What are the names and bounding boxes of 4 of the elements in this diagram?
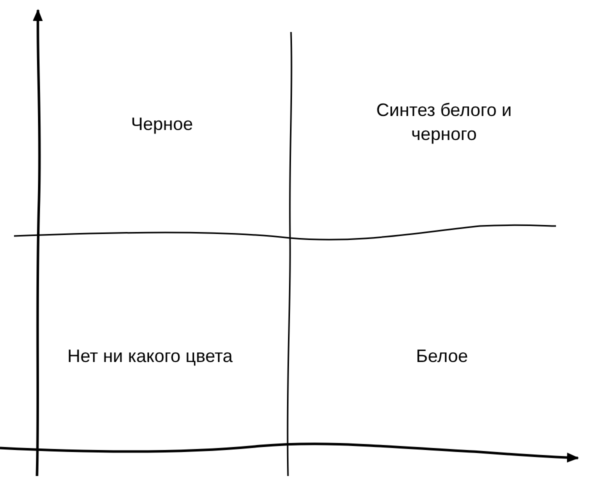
quadrant-label: Нет ни какого цвета — [66, 345, 234, 368]
quadrant-label: Белое — [415, 345, 469, 368]
quadrant-label: Синтез белого и черного — [375, 99, 513, 146]
quadrant-label: Черное — [130, 113, 194, 136]
